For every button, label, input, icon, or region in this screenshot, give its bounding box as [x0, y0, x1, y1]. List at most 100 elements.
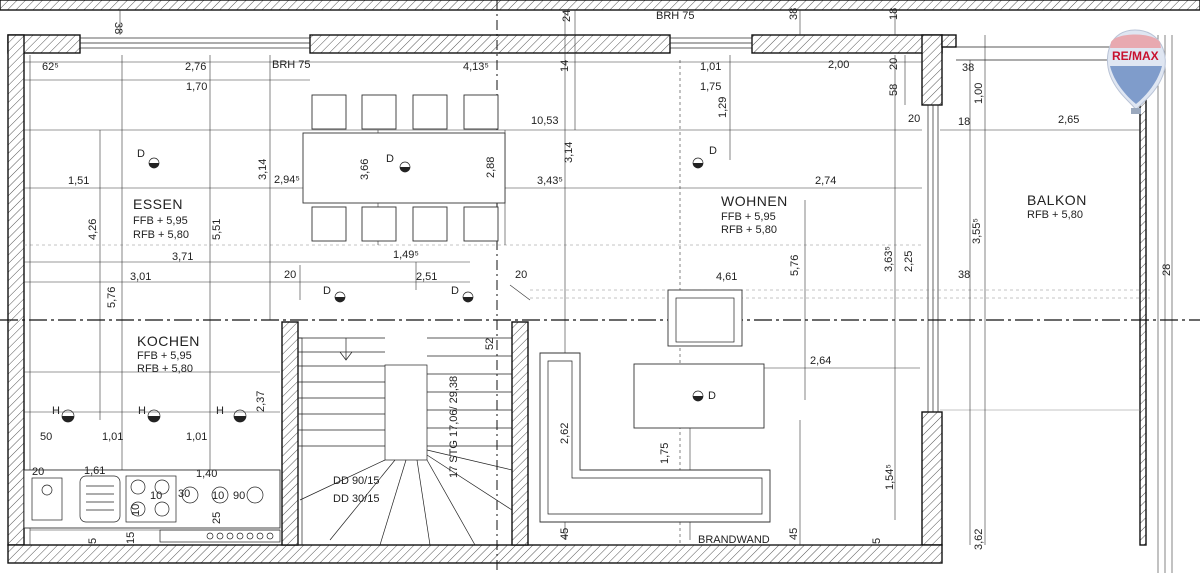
- notes: BRH 75 BRH 75 17 STG 17,06/ 29,38 DD 90/…: [272, 10, 770, 546]
- dimension: 90: [233, 490, 245, 502]
- d-symbol: D: [692, 145, 717, 169]
- dimension: 38: [112, 22, 124, 34]
- room-name-balkon: BALKON: [1027, 192, 1087, 208]
- room-name-wohnen: WOHNEN: [721, 193, 788, 209]
- chair: [361, 94, 397, 130]
- svg-text:H: H: [138, 405, 146, 417]
- cooktop: [125, 475, 177, 523]
- dimension: 3,14: [563, 142, 575, 163]
- stair-core: [384, 364, 428, 461]
- dimension: 20: [888, 58, 900, 70]
- h-symbol: H: [138, 405, 161, 423]
- dimension: 4,26: [87, 219, 99, 240]
- wall-top-right: [751, 34, 943, 54]
- dimension: 28: [1161, 264, 1173, 276]
- room-ffb-essen: FFB + 5,95: [133, 215, 188, 227]
- d-symbol: D: [386, 153, 411, 173]
- dimension: 1,51: [68, 175, 89, 187]
- room-rfb-essen: RFB + 5,80: [133, 229, 189, 241]
- dimension: 2,88: [485, 157, 497, 178]
- counter: [23, 469, 281, 529]
- chair: [311, 206, 347, 242]
- dimension: 3,71: [172, 251, 193, 263]
- svg-text:D: D: [708, 390, 716, 402]
- wall-balcony-top: [941, 34, 957, 48]
- svg-text:D: D: [137, 148, 145, 160]
- dimension: 3,14: [257, 159, 269, 180]
- room-name-kochen: KOCHEN: [137, 333, 200, 349]
- wall-right-upper: [921, 34, 943, 106]
- dimension: 5: [87, 538, 99, 544]
- chair: [412, 206, 448, 242]
- svg-text:D: D: [709, 145, 717, 157]
- dimension: 52: [484, 338, 496, 350]
- dimension: 5,51: [211, 219, 223, 240]
- dimension: 1,40: [196, 468, 217, 480]
- dimension: 3,62: [973, 529, 985, 550]
- dimension: 2,37: [255, 391, 267, 412]
- dimension: 30: [178, 488, 190, 500]
- room-rfb-kochen: RFB + 5,80: [137, 363, 193, 375]
- dimension: 2,64: [810, 355, 831, 367]
- dimension: 15: [125, 532, 137, 544]
- dimension: 10: [130, 504, 142, 516]
- room-name-essen: ESSEN: [133, 196, 183, 212]
- symbols: D D D D D D H H: [52, 145, 717, 423]
- chair: [463, 94, 499, 130]
- dimension: 10: [212, 490, 224, 502]
- dimension: 2,62: [559, 423, 571, 444]
- dimension: 2,74: [815, 175, 836, 187]
- dimension: 20: [515, 269, 527, 281]
- dimension: 14: [559, 60, 571, 72]
- svg-text:D: D: [323, 285, 331, 297]
- dimension: 38: [788, 8, 800, 20]
- dimension: 2,65: [1058, 114, 1079, 126]
- room-rfb-balkon: RFB + 5,80: [1027, 209, 1083, 221]
- windows: [79, 37, 939, 413]
- note-brh-left: BRH 75: [272, 59, 311, 71]
- dimension: 3,63⁵: [883, 246, 895, 272]
- svg-text:H: H: [216, 405, 224, 417]
- note-dd2: DD 30/15: [333, 493, 379, 505]
- dimension: 1,54⁵: [884, 464, 896, 490]
- dimension: 20: [284, 269, 296, 281]
- dimension: 45: [788, 528, 800, 540]
- wall-bottom: [7, 544, 943, 564]
- dimension: 1,61: [84, 465, 105, 477]
- dimension: 2,25: [903, 251, 915, 272]
- svg-text:H: H: [52, 405, 60, 417]
- d-symbol: D: [137, 148, 160, 169]
- dining-set: [302, 94, 506, 242]
- dimension: 2,51: [416, 271, 437, 283]
- h-symbol: H: [216, 405, 247, 423]
- chair: [412, 94, 448, 130]
- dimension: 1,01: [700, 61, 721, 73]
- wall-stair-right: [511, 321, 529, 546]
- logo-text: RE/MAX: [1112, 49, 1159, 63]
- dimension: 38: [962, 62, 974, 74]
- dimension: 50: [40, 431, 52, 443]
- dimension: 10: [150, 490, 162, 502]
- sink: [31, 477, 63, 521]
- wall-top-mid: [309, 34, 671, 54]
- chair: [311, 94, 347, 130]
- note-brandwand: BRANDWAND: [698, 534, 770, 546]
- svg-text:D: D: [451, 285, 459, 297]
- dimension: 58: [888, 84, 900, 96]
- d-symbol: D: [323, 285, 346, 303]
- dimension: 5,76: [789, 255, 801, 276]
- dimension: 2,76: [185, 61, 206, 73]
- dimension: 25: [211, 512, 223, 524]
- dimension: 1,75: [700, 81, 721, 93]
- dimension: 1,49⁵: [393, 249, 419, 261]
- dimension: 18: [958, 116, 970, 128]
- dimension: 1,01: [102, 431, 123, 443]
- dimension-lines: [24, 10, 1173, 573]
- dimension: 1,29: [717, 97, 729, 118]
- dimension: 1,01: [186, 431, 207, 443]
- dimension: 4,13⁵: [463, 61, 489, 73]
- room-ffb-kochen: FFB + 5,95: [137, 350, 192, 362]
- wall-left: [7, 34, 25, 546]
- dimension: 45: [559, 528, 571, 540]
